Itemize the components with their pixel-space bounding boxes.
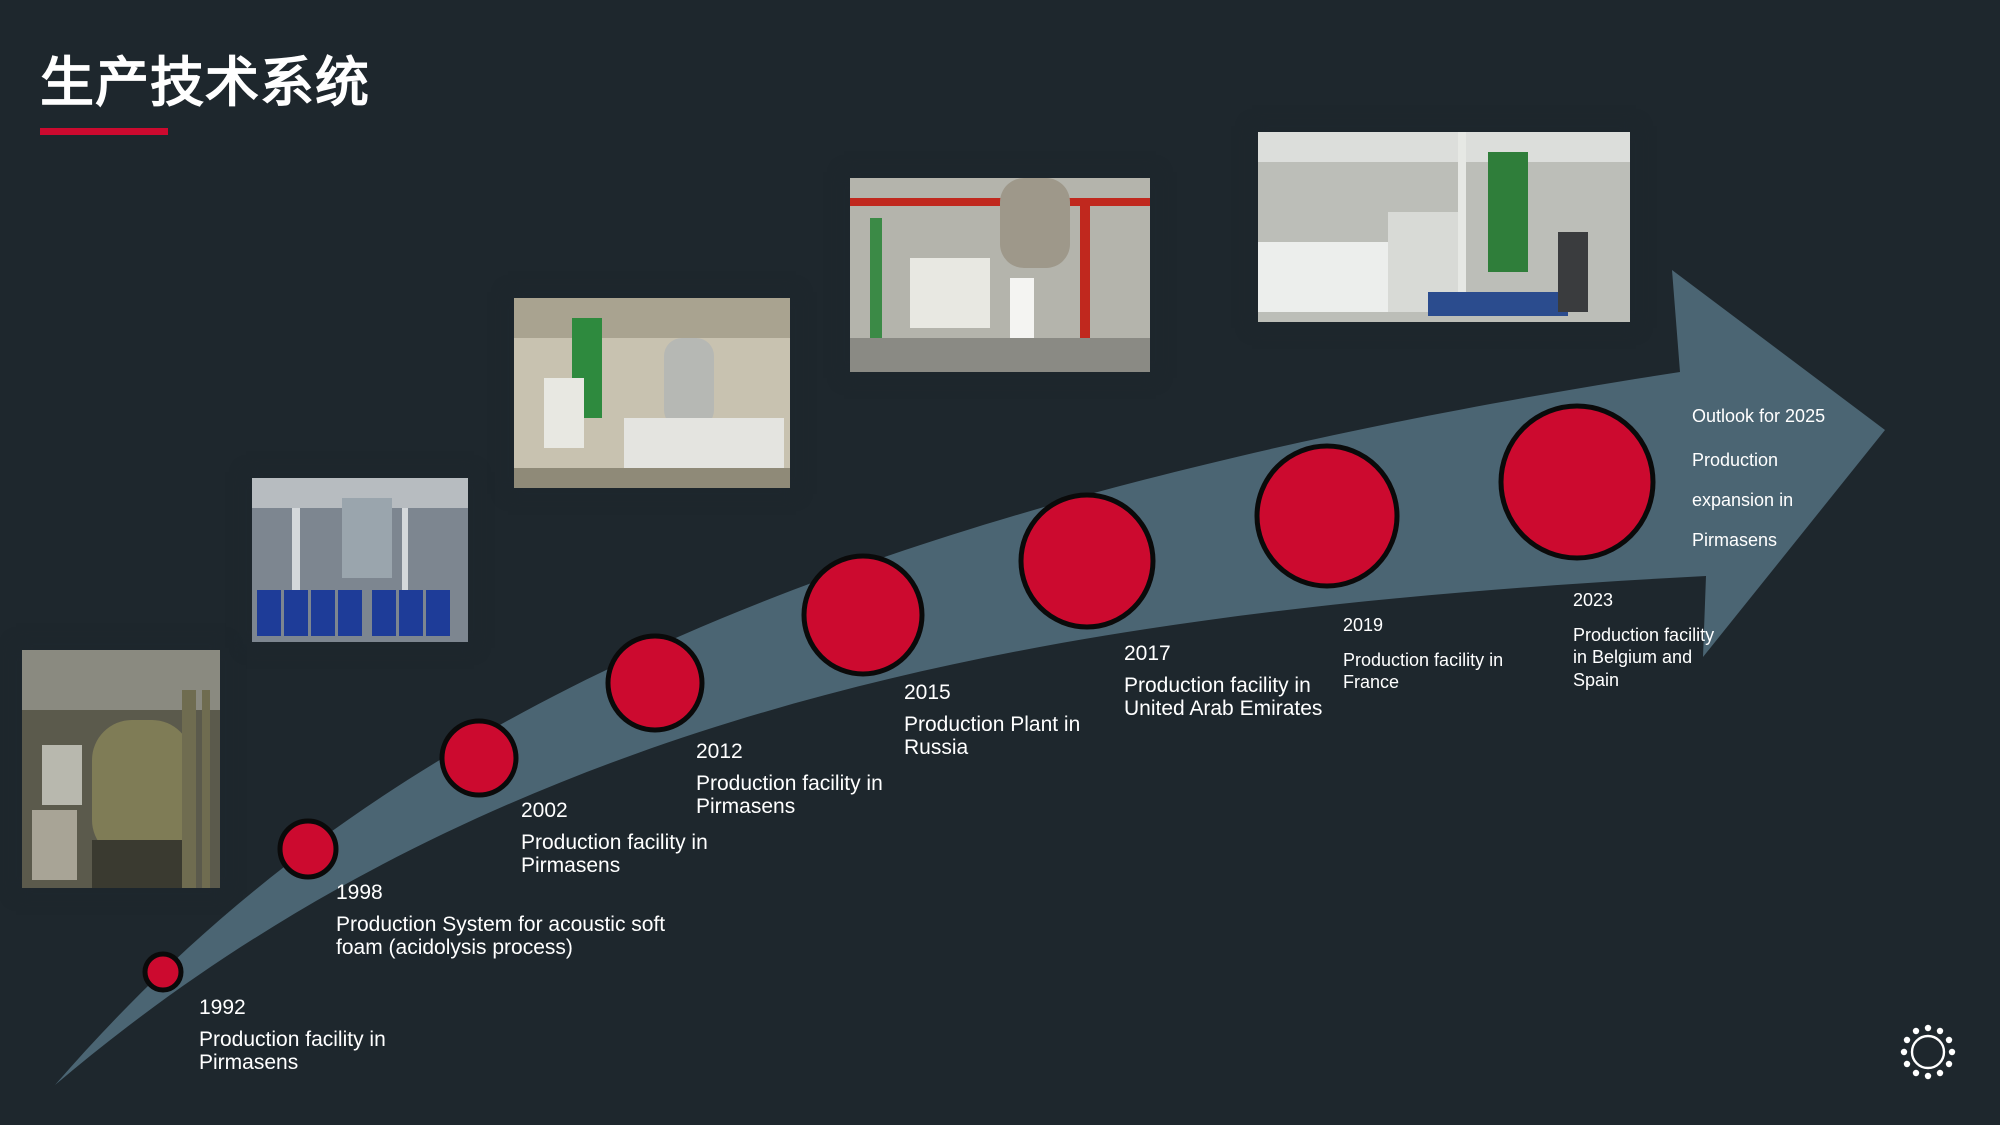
milestone-2017: 2017 Production facility in United Arab … — [1124, 642, 1324, 721]
milestone-1992: 1992 Production facility in Pirmasens — [199, 996, 459, 1075]
milestone-2012: 2012 Production facility in Pirmasens — [696, 740, 936, 819]
outlook-line: Pirmasens — [1692, 520, 1825, 560]
milestone-year: 1992 — [199, 996, 459, 1020]
milestone-description: Production facility in Pirmasens — [199, 1028, 459, 1075]
photo-2015-plant — [1258, 132, 1630, 322]
photo-2002-plant — [514, 298, 790, 488]
milestone-description: Production System for acoustic soft foam… — [336, 913, 671, 960]
outlook-line: Production — [1692, 440, 1825, 480]
dot-2019 — [1257, 446, 1397, 586]
milestone-year: 2012 — [696, 740, 936, 764]
milestone-description: Production facility in Pirmasens — [521, 831, 761, 878]
milestone-description: Production facility in France — [1343, 649, 1513, 694]
outlook-2025: Outlook for 2025 Production expansion in… — [1692, 396, 1825, 560]
milestone-2015: 2015 Production Plant in Russia — [904, 681, 1124, 760]
dotted-ring-logo-icon — [1900, 1024, 1956, 1085]
milestone-description: Production facility in Belgium and Spain — [1573, 624, 1733, 692]
milestone-1998: 1998 Production System for acoustic soft… — [336, 881, 671, 960]
outlook-title: Outlook for 2025 — [1692, 396, 1825, 436]
photo-2012-plant — [850, 178, 1150, 372]
milestone-2019: 2019 Production facility in France — [1343, 614, 1513, 694]
milestone-year: 2019 — [1343, 614, 1513, 637]
dot-2012 — [608, 636, 702, 730]
reactor-hall-photo — [514, 298, 790, 488]
dot-1992 — [145, 954, 181, 990]
industrial-tank-photo — [22, 650, 220, 888]
photo-1998-plant — [252, 478, 468, 642]
dot-2023 — [1501, 406, 1653, 558]
milestone-year: 2023 — [1573, 589, 1733, 612]
dot-2015 — [804, 556, 922, 674]
dot-2017 — [1021, 495, 1153, 627]
milestone-description: Production facility in United Arab Emira… — [1124, 674, 1324, 721]
milestone-year: 1998 — [336, 881, 671, 905]
milestone-year: 2017 — [1124, 642, 1324, 666]
dot-1998 — [280, 821, 336, 877]
ibc-tanks-photo — [1258, 132, 1630, 322]
dot-2002 — [442, 721, 516, 795]
blue-barrels-photo — [252, 478, 468, 642]
milestone-year: 2015 — [904, 681, 1124, 705]
milestone-description: Production Plant in Russia — [904, 713, 1124, 760]
red-pipework-photo — [850, 178, 1150, 372]
milestone-2023: 2023 Production facility in Belgium and … — [1573, 589, 1733, 691]
milestone-description: Production facility in Pirmasens — [696, 772, 936, 819]
photo-1992-plant — [22, 650, 220, 888]
outlook-line: expansion in — [1692, 480, 1825, 520]
